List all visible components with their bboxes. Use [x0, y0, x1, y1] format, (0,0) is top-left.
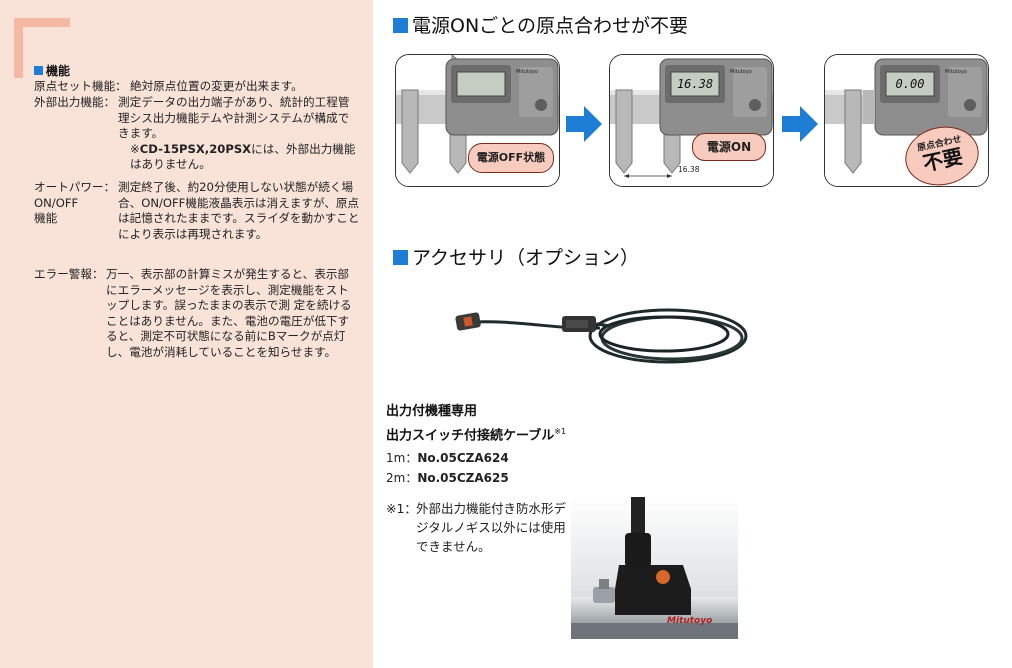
origin-section-title: 電源ONごとの原点合わせが不要: [393, 11, 688, 38]
lcd-display: 0.00: [895, 77, 925, 91]
feature-desc: 測定データの出力端子があり、統計的工程管理シス出力機能テムや計測システムが構成で…: [118, 95, 350, 141]
feature-desc: 測定終了後、約20分使用しない状態が続く場合、ON/OFF機能液晶表示は消えます…: [118, 180, 360, 241]
caliper-panel-off: 電源OFF状態 Mitutoyo: [395, 54, 560, 187]
caliper-panel-on: 16.38 16.38 電源ON Mitutoyo: [609, 54, 774, 187]
brand-label: Mitutoyo: [730, 69, 752, 75]
connector-photo: Mitutoyo: [571, 497, 738, 639]
cable-title-sup: ※1: [554, 427, 567, 436]
feature-term: 原点セット機能：: [34, 79, 127, 93]
dimension-label: 16.38: [678, 165, 700, 174]
cable-image: [455, 308, 748, 364]
arrow-right-icon: [782, 106, 818, 142]
model-2m: 2m：No.05CZA625: [386, 471, 509, 485]
caliper-illustration: [610, 55, 773, 186]
brand-label: Mitutoyo: [945, 69, 967, 75]
footnote-label: ※1：: [386, 501, 417, 516]
cable-title-line1: 出力付機種専用: [386, 404, 478, 419]
model-1m: 1m：No.05CZA624: [386, 451, 509, 465]
feature-note: ※CD-15PSX,20PSXには、外部出力機能はありません。: [130, 141, 356, 172]
arrow-right-icon: [566, 106, 602, 142]
feature-term: 外部出力機能：: [34, 95, 116, 109]
accessory-section-title: アクセサリ（オプション）: [393, 243, 639, 270]
footnote-text: 外部出力機能付き防水形デジタルノギス以外には使用できません。: [416, 501, 567, 554]
cable-title-line2: 出力スイッチ付接続ケーブル: [386, 428, 555, 444]
photo-brand-label: Mitutoyo: [667, 616, 713, 626]
features-title: 機能: [34, 62, 70, 79]
power-off-badge: 電源OFF状態: [468, 143, 554, 173]
feature-desc: 万一、表示部の計算ミスが発生すると、表示部にエラーメッセージを表示し、測定機能を…: [106, 267, 352, 359]
power-on-badge: 電源ON: [692, 133, 766, 161]
corner-bracket-decoration: [14, 18, 70, 78]
feature-term: エラー警報：: [34, 267, 104, 281]
blue-square-icon: [34, 66, 43, 75]
feature-desc: 絶対原点位置の変更が出来ます。: [130, 79, 303, 93]
blue-square-icon: [393, 250, 408, 265]
lcd-display: 16.38: [676, 77, 714, 91]
blue-square-icon: [393, 18, 408, 33]
brand-label: Mitutoyo: [516, 69, 538, 75]
caliper-panel-zero: 0.00 原点合わせ 不要 Mitutoyo: [824, 54, 989, 187]
cable-title: 出力付機種専用 出力スイッチ付接続ケーブル※1: [386, 402, 566, 446]
feature-term: オートパワー： ON/OFF 機能: [34, 180, 116, 226]
features-panel: 機能 原点セット機能： 絶対原点位置の変更が出来ます。 外部出力機能： 測定デー…: [0, 0, 373, 668]
